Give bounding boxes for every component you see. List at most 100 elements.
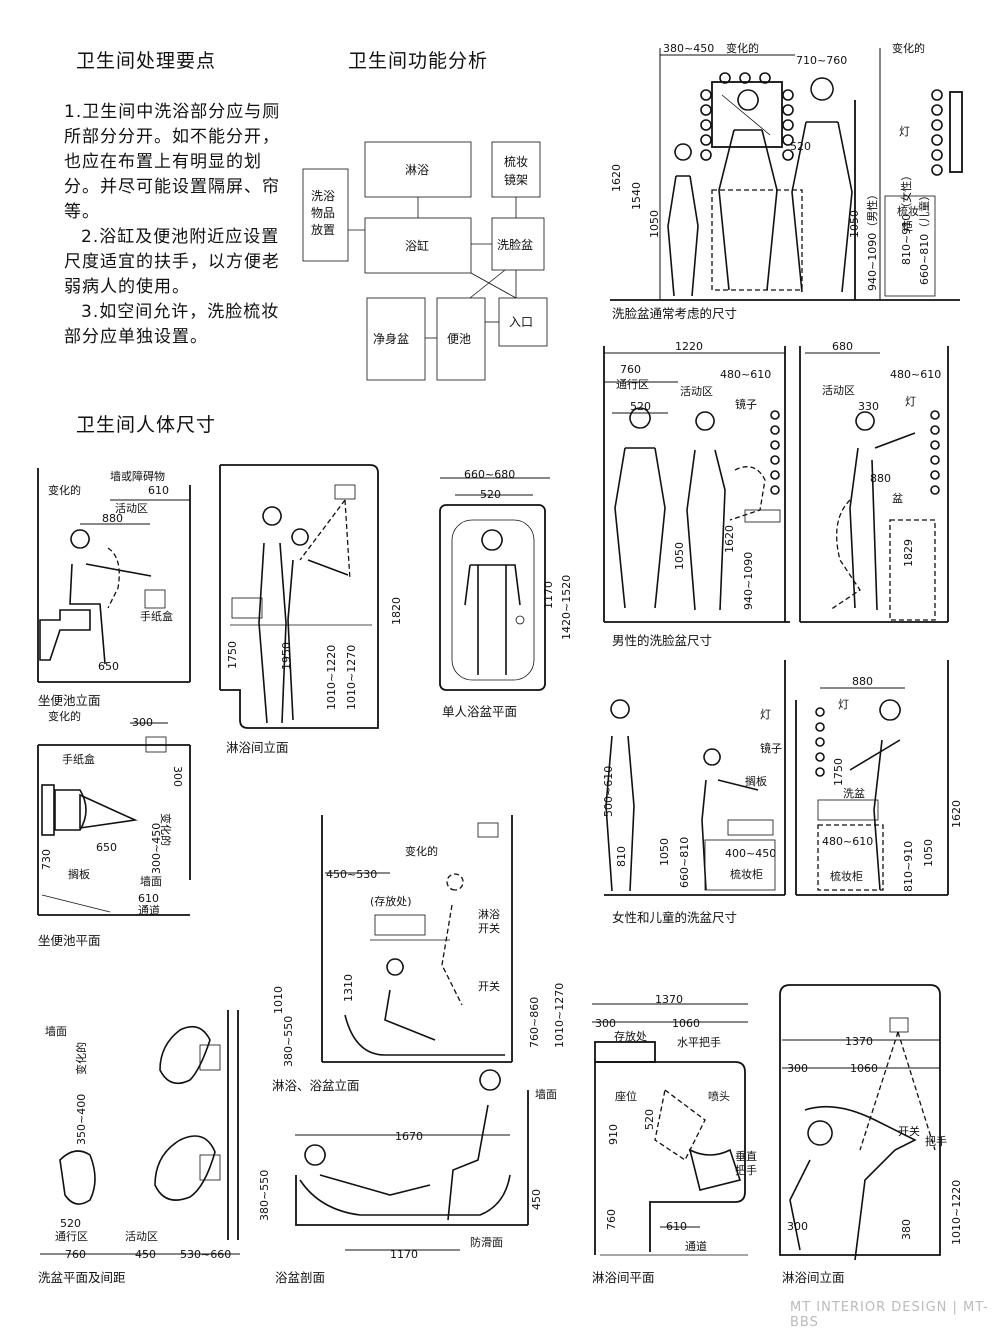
tub-plan-caption: 单人浴盆平面	[442, 704, 517, 719]
svg-text:搁板: 搁板	[745, 774, 767, 788]
basin-plan-caption: 洗盆平面及间距	[38, 1270, 126, 1285]
svg-text:墙面: 墙面	[535, 1087, 557, 1101]
svg-text:墙面: 墙面	[140, 874, 162, 888]
basin-label: 洗脸盆	[497, 238, 533, 252]
svg-text:480~610: 480~610	[822, 835, 873, 848]
svg-text:610: 610	[138, 892, 159, 905]
svg-text:1050: 1050	[848, 210, 861, 238]
svg-text:柜: 柜	[902, 220, 913, 233]
svg-text:760: 760	[620, 363, 641, 376]
svg-text:1050: 1050	[658, 838, 671, 866]
svg-text:1010~1270: 1010~1270	[553, 983, 566, 1048]
svg-text:520: 520	[480, 488, 501, 501]
basin-male-caption: 男性的洗脸盆尺寸	[612, 633, 712, 648]
svg-text:变化的: 变化的	[48, 709, 81, 723]
basin-general-diagram: 380~450 变化的 710~760 变化的 灯 520 1620 1540 …	[610, 41, 963, 321]
storage-label-1: 洗浴	[311, 189, 335, 203]
svg-text:灯: 灯	[760, 708, 771, 721]
svg-text:380~450: 380~450	[663, 42, 714, 55]
svg-text:910: 910	[607, 1124, 620, 1145]
basin-female-caption: 女性和儿童的洗盆尺寸	[612, 910, 737, 925]
svg-text:活动区: 活动区	[680, 385, 713, 398]
svg-text:淋浴: 淋浴	[478, 908, 500, 921]
svg-text:1950: 1950	[280, 642, 293, 670]
svg-text:1540: 1540	[630, 182, 643, 210]
basin-male-diagram: 1220 760 通行区 活动区 480~610 镜子 520 1050 162…	[603, 340, 949, 648]
toilet-plan-caption: 坐便池平面	[38, 933, 101, 948]
svg-text:把手: 把手	[735, 1163, 757, 1177]
tub-plan-diagram: 660~680 520 1170 1420~1520 单人浴盆平面	[439, 468, 573, 719]
svg-text:1670: 1670	[395, 1130, 423, 1143]
shower-tub-elevation-caption: 淋浴、浴盆立面	[272, 1078, 360, 1093]
svg-text:380: 380	[900, 1219, 913, 1240]
toilet-box	[436, 297, 486, 381]
svg-text:活动区: 活动区	[822, 384, 855, 397]
svg-text:手纸盒: 手纸盒	[140, 609, 173, 623]
svg-text:730: 730	[40, 849, 53, 870]
toilet-elevation-caption: 坐便池立面	[38, 693, 101, 708]
svg-text:墙面: 墙面	[45, 1024, 67, 1038]
vanity-box	[491, 141, 541, 198]
svg-text:(存放处): (存放处)	[370, 894, 412, 908]
svg-text:330: 330	[858, 400, 879, 413]
svg-text:存放处: 存放处	[614, 1029, 647, 1043]
entrance-label: 入口	[509, 315, 533, 329]
svg-text:通道: 通道	[685, 1239, 707, 1253]
svg-text:300: 300	[787, 1062, 808, 1075]
svg-text:760: 760	[65, 1248, 86, 1261]
svg-text:把手: 把手	[925, 1134, 947, 1148]
svg-text:1060: 1060	[850, 1062, 878, 1075]
svg-text:350~400: 350~400	[75, 1094, 88, 1145]
svg-text:450: 450	[530, 1189, 543, 1210]
svg-text:灯: 灯	[838, 698, 849, 711]
svg-text:防滑面: 防滑面	[470, 1235, 503, 1249]
svg-text:1829: 1829	[902, 539, 915, 567]
body-size-title: 卫生间人体尺寸	[76, 414, 217, 436]
svg-text:水平把手: 水平把手	[677, 1035, 721, 1049]
svg-text:530~660: 530~660	[180, 1248, 231, 1261]
tub-section-caption: 浴盆剖面	[275, 1270, 325, 1285]
svg-text:通行区: 通行区	[616, 378, 649, 391]
svg-text:1310: 1310	[342, 974, 355, 1002]
storage-box	[302, 168, 349, 262]
svg-text:610: 610	[666, 1220, 687, 1233]
svg-text:880: 880	[870, 472, 891, 485]
svg-text:1620: 1620	[610, 164, 623, 192]
bathtub-label: 浴缸	[405, 238, 429, 253]
svg-text:喷头: 喷头	[708, 1090, 730, 1103]
svg-text:1370: 1370	[655, 993, 683, 1006]
svg-text:洗盆: 洗盆	[843, 786, 865, 800]
bidet-box	[366, 297, 426, 381]
svg-text:810~910: 810~910	[902, 841, 915, 892]
svg-text:940~1090（男性）: 940~1090（男性）	[865, 189, 879, 291]
svg-text:880: 880	[852, 675, 873, 688]
toilet-label: 便池	[447, 332, 471, 346]
svg-text:手纸盒: 手纸盒	[62, 752, 95, 766]
svg-text:660~810（儿童）: 660~810（儿童）	[917, 190, 931, 285]
storage-label-3: 放置	[311, 222, 335, 237]
svg-text:变化的: 变化的	[405, 844, 438, 858]
svg-text:500~610: 500~610	[602, 766, 615, 817]
svg-text:380~550: 380~550	[282, 1016, 295, 1067]
svg-text:开关: 开关	[478, 921, 500, 935]
main-title: 卫生间处理要点	[76, 50, 217, 72]
bidet-label: 净身盆	[373, 331, 409, 346]
svg-text:1420~1520: 1420~1520	[560, 575, 573, 640]
svg-text:变化的: 变化的	[74, 1042, 88, 1075]
svg-text:650: 650	[98, 660, 119, 673]
svg-text:灯: 灯	[905, 395, 916, 408]
svg-text:变化的: 变化的	[892, 41, 925, 55]
shower-plan-caption: 淋浴间平面	[592, 1270, 655, 1285]
svg-text:450: 450	[135, 1248, 156, 1261]
svg-text:810: 810	[615, 846, 628, 867]
function-flowchart: 洗浴 物品 放置 淋浴 浴缸 梳妆 镜架 洗脸盆 净身盆 便池 入口	[302, 141, 548, 381]
svg-text:1170: 1170	[542, 581, 555, 609]
svg-text:变化的: 变化的	[726, 41, 759, 55]
svg-text:710~760: 710~760	[796, 54, 847, 67]
svg-text:搁板: 搁板	[68, 867, 90, 881]
svg-text:400~450: 400~450	[725, 847, 776, 860]
svg-text:1010~1220: 1010~1220	[950, 1180, 963, 1245]
svg-text:1370: 1370	[845, 1035, 873, 1048]
note-1: 1.卫生间中洗浴部分应与厕所部分分开。如不能分开，也应在布置上有明显的划分。并尽…	[64, 102, 281, 222]
svg-text:610: 610	[148, 484, 169, 497]
